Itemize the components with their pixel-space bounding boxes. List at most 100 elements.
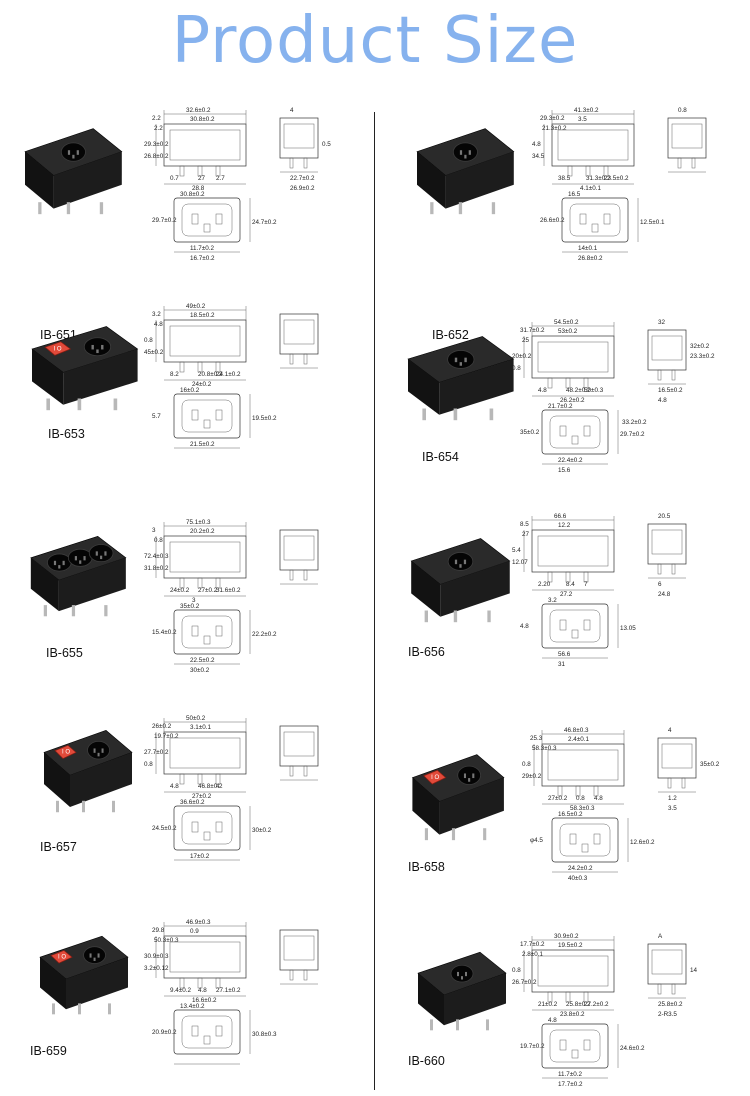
front-view xyxy=(533,730,625,805)
dimension-label: 21.7±0.2 xyxy=(548,403,573,410)
side-view xyxy=(647,329,687,385)
dimension-label: 4.8 xyxy=(520,623,529,630)
socket-icon xyxy=(47,553,72,572)
front-view xyxy=(523,322,615,397)
front-view xyxy=(155,922,247,997)
dimension-label: 5.7 xyxy=(152,413,161,420)
solder-pins xyxy=(424,610,491,623)
dimension-label: 32 xyxy=(658,319,666,326)
socket-icon xyxy=(447,552,474,571)
dimension-label: 25.8±0.2 xyxy=(566,1001,591,1008)
front-view xyxy=(155,110,247,185)
connector-body xyxy=(416,128,515,215)
bottom-view xyxy=(173,1009,251,1065)
product-photo xyxy=(20,532,128,618)
bottom-view xyxy=(561,197,639,253)
dimension-label: 1.2 xyxy=(668,795,677,802)
dimension-label: 26±0.2 xyxy=(152,723,172,730)
dimension-label: 46.8±0.3 xyxy=(564,727,589,734)
dimension-label: 50±0.2 xyxy=(186,715,206,722)
dimension-label: 12.07 xyxy=(512,559,528,566)
dimension-label: 29.3±0.2 xyxy=(144,141,169,148)
dimension-label: 38.5 xyxy=(558,175,571,182)
dimension-label: 8.2 xyxy=(170,371,179,378)
model-label: IB-654 xyxy=(422,450,459,464)
socket-icon xyxy=(88,544,114,563)
dimension-label: 15.6 xyxy=(558,467,571,474)
dimension-label: 21±0.2 xyxy=(538,1001,558,1008)
dimension-label: 26.2±0.2 xyxy=(560,397,585,404)
dimension-label: 12.5±0.1 xyxy=(640,219,665,226)
dimension-label: 25 xyxy=(522,337,530,344)
solder-pins xyxy=(424,828,487,841)
dimension-label: 16.5 xyxy=(568,191,581,198)
model-label: IB-658 xyxy=(408,860,445,874)
dimension-label: 8.5 xyxy=(520,521,529,528)
dimension-label: 24.8 xyxy=(658,591,671,598)
dimension-label: 30±0.2 xyxy=(252,827,272,834)
socket-icon xyxy=(457,765,481,785)
dimension-label: 24±0.2 xyxy=(170,587,190,594)
dimension-label: 31.7±0.2 xyxy=(520,327,545,334)
dimension-label: 24.5±0.2 xyxy=(152,825,177,832)
dimension-label: 53±0.2 xyxy=(558,328,578,335)
dimension-label: 30.8±0.3 xyxy=(252,1031,277,1038)
dimension-label: 27 xyxy=(522,531,530,538)
dimension-label: 26.7±0.2 xyxy=(512,979,537,986)
dimension-label: 32±0.2 xyxy=(690,343,710,350)
column-divider xyxy=(374,112,375,1090)
solder-pins xyxy=(43,605,108,617)
dimension-label: 4 xyxy=(668,727,672,734)
dimension-label: 21.3±0.2 xyxy=(542,125,567,132)
product-photo: I O xyxy=(34,726,134,814)
dimension-label: 0.8 xyxy=(512,967,521,974)
dimension-label: 2.2 xyxy=(152,115,161,122)
dimension-label: 26.6±0.2 xyxy=(540,217,565,224)
dimension-label: 19.7±0.2 xyxy=(520,1043,545,1050)
dimension-label: 16±0.2 xyxy=(180,387,200,394)
dimension-label: 23.5±0.2 xyxy=(604,175,629,182)
front-view xyxy=(543,110,635,185)
connector-body xyxy=(407,336,515,421)
dimension-label: 17.7±0.2 xyxy=(520,941,545,948)
dimension-label: 24.7±0.2 xyxy=(252,219,277,226)
dimension-label: 4.1±0.1 xyxy=(580,185,601,192)
connector-body: I O xyxy=(31,326,139,411)
dimension-label: 27±0.2 xyxy=(548,795,568,802)
dimension-label: 9.4±0.2 xyxy=(170,987,191,994)
bottom-view xyxy=(551,817,629,873)
dimension-label: 12.2 xyxy=(558,522,571,529)
solder-pins xyxy=(38,202,104,215)
svg-text:I O: I O xyxy=(62,750,70,756)
model-label: IB-660 xyxy=(408,1054,445,1068)
dimension-label: 6 xyxy=(658,581,662,588)
dimension-label: 25.3 xyxy=(530,735,543,742)
dimension-label: 26.9±0.2 xyxy=(290,185,315,192)
product-photo xyxy=(14,124,124,216)
dimension-label: 19.7±0.2 xyxy=(154,733,179,740)
dimension-label: 21.5±0.2 xyxy=(190,441,215,448)
dimension-label: 11.7±0.2 xyxy=(558,1071,582,1078)
dimension-label: 54.5±0.2 xyxy=(554,319,579,326)
dimension-label: 50±0.3 xyxy=(584,387,604,394)
product-photo: I O xyxy=(402,750,506,842)
dimension-label: 16.5±0.2 xyxy=(558,811,583,818)
bottom-view xyxy=(173,197,251,253)
dimension-label: 29.7±0.2 xyxy=(152,217,177,224)
dimension-label: 30.9±0.2 xyxy=(554,933,579,940)
dimension-label: 50.3±0.3 xyxy=(154,937,179,944)
dimension-label: 32.6±0.2 xyxy=(186,107,211,114)
dimension-label: 18.5±0.2 xyxy=(190,312,215,319)
dimension-label: 3.2 xyxy=(152,311,161,318)
dimension-label: 27.2 xyxy=(560,591,573,598)
solder-pins xyxy=(430,202,496,215)
dimension-label: φ4.5 xyxy=(530,837,543,844)
